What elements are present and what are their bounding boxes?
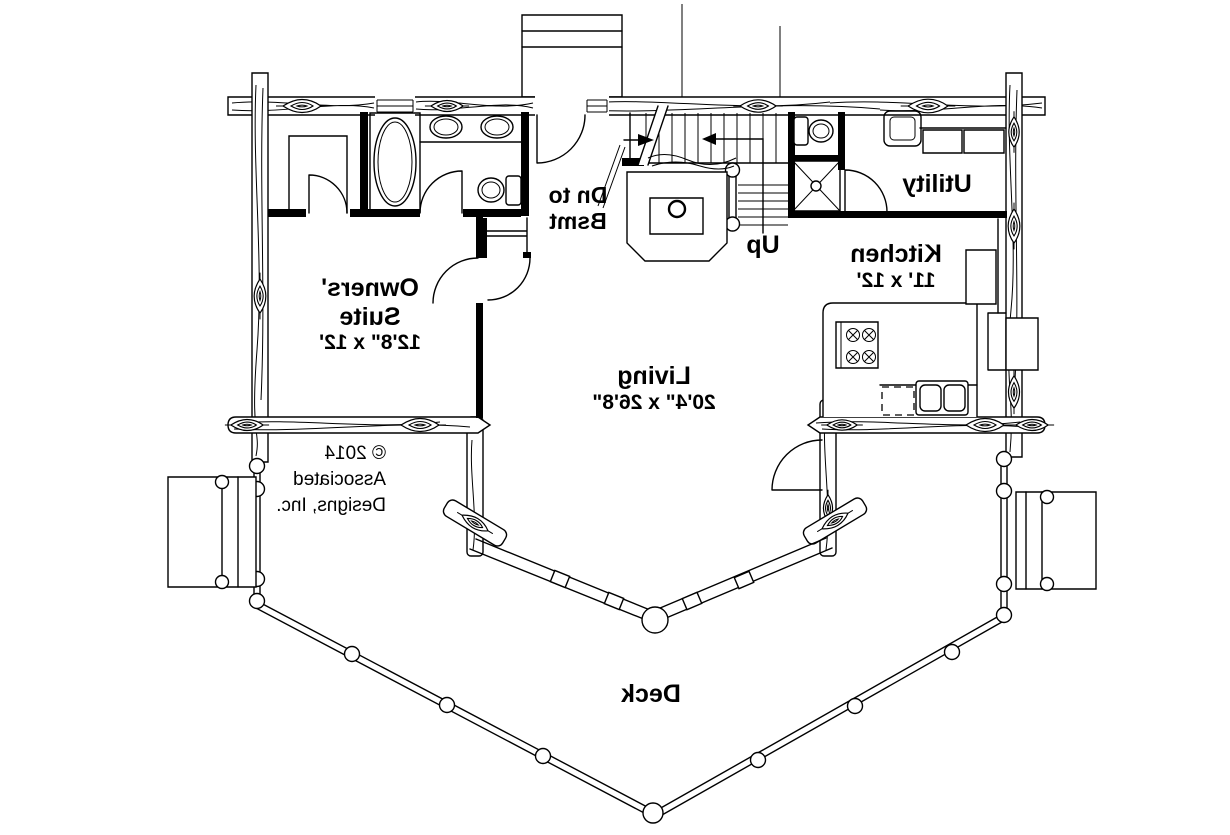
stairs-up-label: Up: [746, 231, 780, 259]
room-name: Suite: [339, 302, 401, 331]
left-log-post: [252, 73, 268, 462]
bathroom-fixtures: [370, 113, 521, 212]
interior-walls: [268, 112, 1007, 418]
room-dimensions: 11' x 12': [856, 268, 936, 292]
vanity-sinks-icon: [420, 116, 521, 142]
copyright-notice: © 2014 Associated Designs, Inc.: [276, 443, 386, 517]
shower-icon: [793, 161, 840, 211]
window-icon: [375, 95, 609, 116]
washer-dryer-icon: [920, 128, 1006, 153]
room-name: Utility: [902, 170, 972, 198]
chimney: [522, 15, 622, 97]
right-deck-stairs: [1016, 491, 1096, 591]
staircase: [598, 106, 788, 233]
prow-posts: [467, 400, 836, 556]
left-sill-log-wall: [224, 417, 490, 433]
stair-direction-arrows: [598, 133, 763, 233]
left-deck-stairs: [168, 476, 256, 589]
right-log-post: [1006, 73, 1022, 457]
room-name: Kitchen: [850, 240, 942, 268]
owners-suite-label: Owners' Suite 12'8" x 12': [285, 274, 455, 355]
right-sill-log-wall: [808, 417, 1055, 433]
room-name: Living: [617, 362, 691, 390]
utility-label: Utility: [877, 170, 997, 199]
toilet-icon: [794, 117, 833, 145]
utility-sink-icon: [884, 111, 921, 146]
toilet-icon: [478, 176, 521, 205]
living-room-label: Living 20'4" x 26'8": [554, 362, 754, 414]
deck-label: Deck: [601, 680, 701, 709]
small-bathroom-fixtures: [793, 117, 840, 211]
roof-lines: [682, 4, 780, 97]
room-name: Deck: [621, 680, 681, 708]
window-box-icon: [1006, 318, 1038, 370]
kitchen-label: Kitchen 11' x 12': [816, 240, 976, 292]
refrigerator-icon: [966, 250, 996, 304]
room-dimensions: 20'4" x 26'8": [592, 390, 716, 414]
room-name: Owners': [321, 274, 419, 302]
prow-window-walls: [470, 538, 832, 633]
doors: [309, 115, 887, 490]
kitchen-fixtures: [823, 219, 1038, 417]
bathtub-icon: [370, 113, 420, 212]
dishwasher-icon: [882, 387, 914, 415]
stairs-down-label: Dn to Bsmt: [548, 182, 608, 235]
room-dimensions: 12'8" x 12': [319, 331, 421, 354]
wood-stove: [627, 154, 736, 261]
prow-log-beams: [441, 496, 869, 548]
cooktop-icon: [836, 322, 878, 368]
closets: [289, 136, 527, 252]
top-log-wall: [228, 94, 1045, 117]
utility-fixtures: [884, 111, 1006, 153]
kitchen-sink-icon: [916, 381, 968, 415]
